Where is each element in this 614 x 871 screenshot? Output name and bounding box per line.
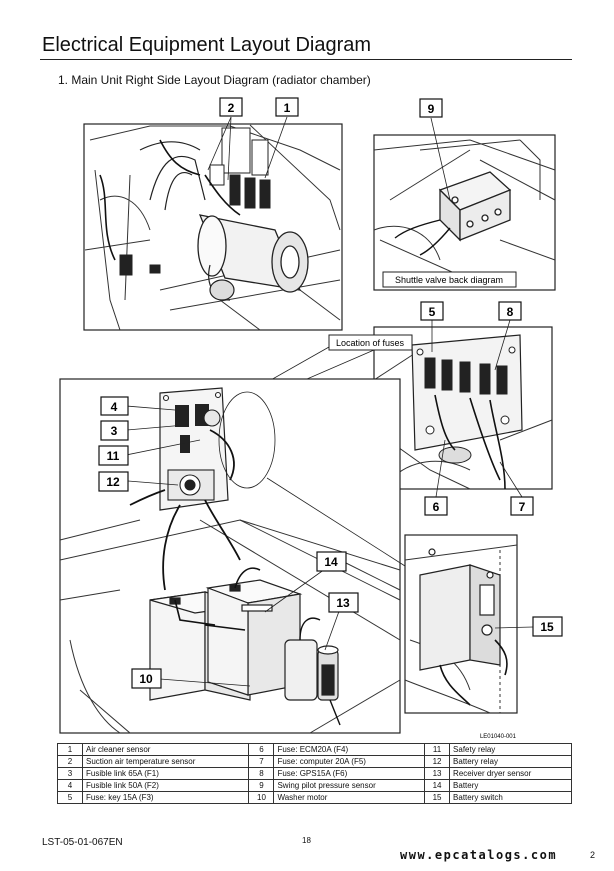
callout-9: 9 xyxy=(419,98,443,118)
panel-fuses xyxy=(373,326,553,490)
legend-item: Fusible link 65A (F1) xyxy=(81,767,250,780)
legend-item: Fuse: ECM20A (F4) xyxy=(273,743,426,756)
svg-text:2: 2 xyxy=(228,101,235,115)
svg-text:12: 12 xyxy=(106,475,120,489)
legend-item: Safety relay xyxy=(449,743,572,756)
legend-item: Air cleaner sensor xyxy=(81,743,250,756)
callout-leaders xyxy=(114,116,534,687)
battery-switch-box xyxy=(419,548,501,671)
shuttle-label: Shuttle valve back diagram xyxy=(395,275,503,285)
legend-number: 10 xyxy=(248,791,275,804)
svg-text:11: 11 xyxy=(107,449,120,463)
svg-text:1: 1 xyxy=(284,101,291,115)
fuses-label: Location of fuses xyxy=(336,338,405,348)
legend-item: Fuse: GPS15A (F6) xyxy=(273,767,426,780)
legend-item: Fuse: computer 20A (F5) xyxy=(273,755,426,768)
svg-text:4: 4 xyxy=(111,400,118,414)
legend-number: 12 xyxy=(424,755,451,768)
section-subtitle: 1. Main Unit Right Side Layout Diagram (… xyxy=(58,73,371,87)
callout-11: 11 xyxy=(98,445,129,466)
legend-item: Receiver dryer sensor xyxy=(449,767,572,780)
legend-number: 4 xyxy=(57,779,83,792)
callout-12: 12 xyxy=(98,471,129,492)
legend-number: 13 xyxy=(424,767,451,780)
shuttle-label-box xyxy=(382,271,517,288)
parts-legend-table: 1 Air cleaner sensor 6 Fuse: ECM20A (F4)… xyxy=(57,743,572,804)
svg-text:8: 8 xyxy=(507,305,514,319)
legend-number: 2 xyxy=(57,755,83,768)
website-watermark: www.epcatalogs.com xyxy=(400,848,558,862)
callout-8: 8 xyxy=(498,301,522,321)
legend-item: Suction air temperature sensor xyxy=(81,755,250,768)
shuttle-valve-block xyxy=(438,171,512,242)
table-row: 5 Fuse: key 15A (F3) 10 Washer motor 15 … xyxy=(57,791,572,804)
callout-1: 1 xyxy=(275,97,299,117)
svg-text:15: 15 xyxy=(540,620,554,634)
sheet-number: 2 xyxy=(590,850,596,860)
svg-text:5: 5 xyxy=(429,305,436,319)
legend-item: Swing pilot pressure sensor xyxy=(273,779,426,792)
legend-item: Fuse: key 15A (F3) xyxy=(81,791,250,804)
callout-15: 15 xyxy=(532,616,563,637)
document-code: LST-05-01-067EN xyxy=(42,837,123,848)
panel-shuttle-valve: Shuttle valve back diagram xyxy=(373,134,556,291)
figure-code: LE01040-001 xyxy=(480,734,517,740)
callout-2: 2 xyxy=(219,97,243,117)
title-rule xyxy=(40,59,572,60)
callout-14: 14 xyxy=(316,551,347,572)
callout-4: 4 xyxy=(100,396,129,416)
legend-number: 8 xyxy=(248,767,275,780)
table-row: 1 Air cleaner sensor 6 Fuse: ECM20A (F4)… xyxy=(57,743,572,756)
legend-number: 11 xyxy=(424,743,451,756)
svg-text:10: 10 xyxy=(139,672,153,686)
svg-text:6: 6 xyxy=(433,500,440,514)
table-row: 4 Fusible link 50A (F2) 9 Swing pilot pr… xyxy=(57,779,572,792)
zoom-leader xyxy=(266,477,406,567)
washer-tank xyxy=(284,639,339,701)
panel-radiator-chamber xyxy=(83,123,343,331)
legend-number: 6 xyxy=(248,743,275,756)
legend-item: Battery switch xyxy=(449,791,572,804)
svg-text:14: 14 xyxy=(324,555,338,569)
callout-6: 6 xyxy=(424,496,448,516)
legend-number: 5 xyxy=(57,791,83,804)
svg-text:3: 3 xyxy=(111,424,118,438)
page-title: Electrical Equipment Layout Diagram xyxy=(42,34,372,56)
legend-item: Washer motor xyxy=(273,791,426,804)
svg-text:7: 7 xyxy=(519,500,526,514)
legend-item: Fusible link 50A (F2) xyxy=(81,779,250,792)
callout-13: 13 xyxy=(328,592,359,613)
legend-item: Battery xyxy=(449,779,572,792)
svg-text:13: 13 xyxy=(336,596,350,610)
callout-3: 3 xyxy=(100,420,129,441)
callout-7: 7 xyxy=(510,496,534,516)
table-row: 2 Suction air temperature sensor 7 Fuse:… xyxy=(57,755,572,768)
legend-item: Battery relay xyxy=(449,755,572,768)
callout-5: 5 xyxy=(420,301,444,321)
legend-number: 9 xyxy=(248,779,275,792)
legend-number: 14 xyxy=(424,779,451,792)
legend-number: 1 xyxy=(57,743,83,756)
legend-number: 3 xyxy=(57,767,83,780)
air-cleaner xyxy=(197,214,309,293)
callout-10: 10 xyxy=(131,668,162,689)
svg-text:9: 9 xyxy=(428,102,435,116)
legend-number: 7 xyxy=(248,755,275,768)
panel-battery-switch xyxy=(404,534,518,714)
legend-number: 15 xyxy=(424,791,451,804)
table-row: 3 Fusible link 65A (F1) 8 Fuse: GPS15A (… xyxy=(57,767,572,780)
page-number: 18 xyxy=(302,836,311,845)
